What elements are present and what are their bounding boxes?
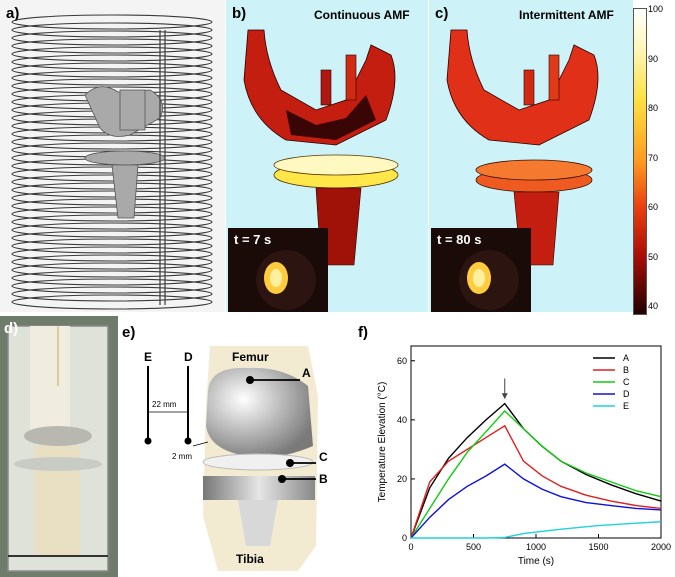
colorbar-tick-label: 50: [648, 251, 659, 262]
coil-turn: [11, 22, 213, 38]
x-tick-label: 500: [466, 542, 481, 552]
panel-d-label: d): [4, 320, 19, 337]
panel-e: e) E D A C B Femur Tibia 22 mm: [118, 316, 348, 577]
panel-b: b) Continuous AMF t = 7 s: [226, 0, 428, 312]
colorbar-tick-label: 70: [648, 152, 659, 163]
coil-turn: [11, 46, 213, 62]
probe-b-label: B: [319, 472, 328, 486]
panel-b-label: b): [232, 5, 247, 22]
y-tick-label: 0: [402, 533, 407, 543]
probe-e-label: E: [144, 350, 153, 364]
probe-c-label: C: [319, 450, 328, 464]
legend-label-C: C: [623, 377, 630, 387]
inset-time-b: t = 7 s: [234, 232, 272, 247]
probe-d-label: D: [184, 350, 193, 364]
coil-turn: [11, 166, 213, 182]
panel-c-title: Intermittent AMF: [519, 8, 614, 22]
knee-schematic: [144, 346, 318, 571]
panel-f-label: f): [358, 324, 368, 341]
implant-heatmap-continuous: [243, 29, 399, 266]
colorbar-tick-label: 40: [648, 301, 659, 311]
coil-turn: [11, 230, 213, 246]
coil-turn: [11, 294, 213, 310]
colorbar-tick-label: 80: [648, 103, 659, 113]
legend-label-B: B: [623, 365, 629, 375]
legend-label-D: D: [623, 389, 630, 399]
coil-turn: [11, 62, 213, 78]
y-tick-label: 60: [397, 356, 407, 366]
y-tick-label: 40: [397, 415, 407, 425]
panel-b-title: Continuous AMF: [314, 8, 410, 22]
coil-turn: [11, 214, 213, 230]
coil-turn: [11, 270, 213, 286]
panel-a-label: a): [6, 5, 20, 22]
coil-turn: [11, 238, 213, 254]
y-axis-label: Temperature Elevation (°C): [377, 382, 388, 503]
coil-turn: [11, 70, 213, 86]
y-tick-label: 20: [397, 474, 407, 484]
colorbar: [633, 8, 647, 315]
panel-a: a): [0, 0, 225, 312]
thermal-inset-c: t = 80 s: [431, 228, 531, 312]
coil-turn: [11, 30, 213, 46]
coil-illustration: [11, 14, 213, 310]
coil-turn: [11, 134, 213, 150]
x-tick-label: 0: [408, 542, 413, 552]
implant-gray: [84, 86, 166, 219]
x-axis-label: Time (s): [518, 556, 554, 567]
coil-turn: [11, 278, 213, 294]
coil-turn: [11, 182, 213, 198]
series-line-B: [410, 424, 662, 539]
legend-label-E: E: [623, 401, 629, 411]
panel-e-label: e): [122, 324, 136, 341]
probe-a-label: A: [302, 366, 311, 380]
thermal-inset-b: t = 7 s: [228, 228, 328, 312]
coil-turn: [11, 174, 213, 190]
coil-turn: [11, 222, 213, 238]
x-tick-label: 1500: [588, 542, 608, 552]
coil-turn: [11, 262, 213, 278]
coil-turn: [11, 38, 213, 54]
x-tick-label: 1000: [526, 542, 546, 552]
legend-label-A: A: [623, 353, 629, 363]
tibia-label: Tibia: [236, 552, 264, 566]
coil-turn: [11, 286, 213, 302]
coil-turn: [11, 198, 213, 214]
x-tick-label: 2000: [651, 542, 671, 552]
coil-turn: [11, 246, 213, 262]
series-line-E: [411, 521, 662, 539]
phantom-photo: [0, 316, 118, 577]
coil-turn: [11, 254, 213, 270]
distance-2mm: 2 mm: [172, 452, 192, 461]
colorbar-tick-label: 60: [648, 202, 659, 212]
panel-c-label: c): [435, 5, 449, 22]
coil-turn: [11, 14, 213, 30]
series-line-C: [410, 409, 662, 539]
colorbar-tick-label: 100: [648, 4, 664, 14]
annotation-arrowhead: [501, 393, 508, 400]
femur-label: Femur: [232, 350, 269, 364]
panel-c: c) Intermittent AMF t = 80 s: [429, 0, 633, 312]
distance-22mm: 22 mm: [152, 400, 177, 409]
colorbar-tick-label: 90: [648, 53, 659, 64]
panel-d: d): [0, 316, 118, 577]
inset-time-c: t = 80 s: [437, 232, 482, 247]
series-line-D: [410, 463, 662, 539]
coil-turn: [11, 190, 213, 206]
coil-turn: [11, 54, 213, 70]
coil-turn: [11, 206, 213, 222]
